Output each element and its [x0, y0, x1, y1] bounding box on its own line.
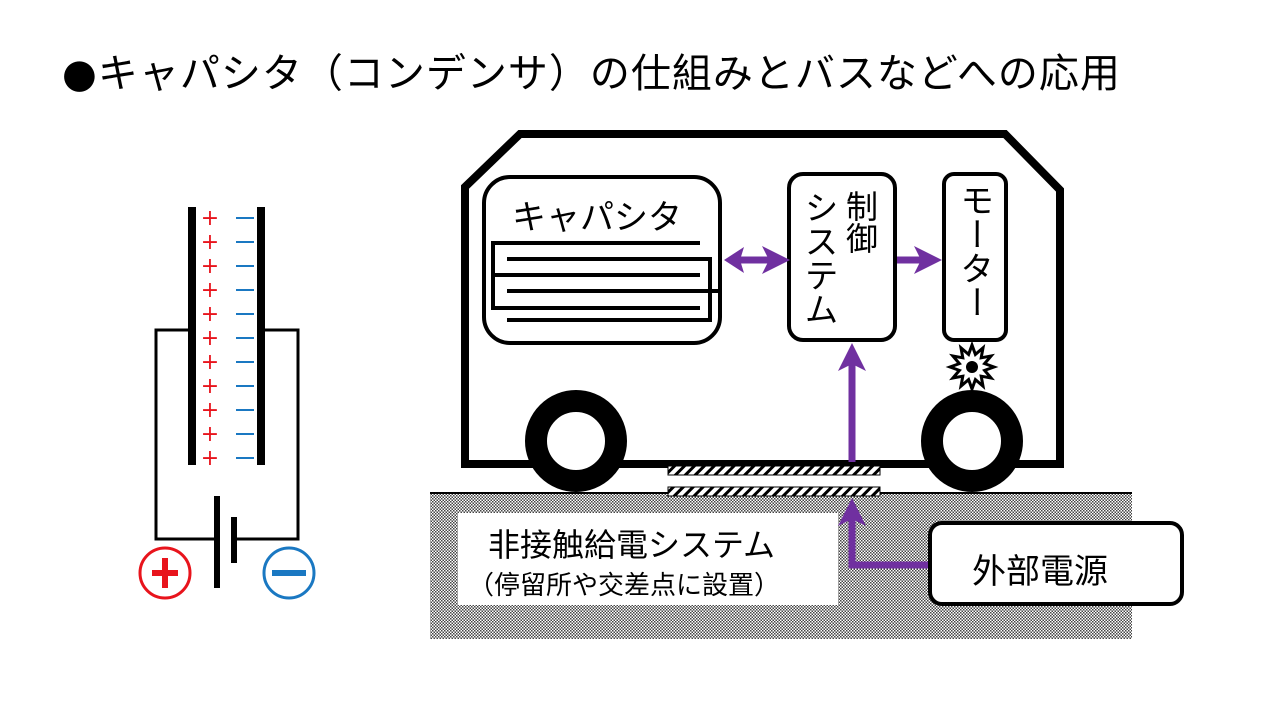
negative-terminal-icon: [262, 546, 316, 600]
left-wire: [154, 328, 215, 541]
minus-charge-mark: [236, 385, 254, 387]
plus-charge-mark: +: [201, 206, 219, 231]
charge-marks: +++++++++++: [201, 206, 254, 471]
plus-charge-mark: +: [201, 398, 219, 423]
plus-charge-mark: +: [201, 446, 219, 471]
capacitor-electrode-icon: [491, 241, 720, 322]
battery-short-plate: [231, 517, 237, 563]
contactless-label-backdrop: [458, 513, 838, 605]
data-arrows: [736, 246, 942, 569]
plus-charge-mark: +: [201, 230, 219, 255]
control-label-system: システム: [798, 190, 838, 326]
plus-charge-mark: +: [201, 422, 219, 447]
positive-plate: [188, 207, 196, 465]
plus-charge-mark: +: [201, 350, 219, 375]
plus-charge-mark: +: [201, 278, 219, 303]
external-power-arrow: [838, 498, 930, 569]
control-label-seigyo: 制御: [841, 190, 879, 254]
motor-box: [942, 172, 1008, 342]
plus-charge-mark: +: [201, 326, 219, 351]
minus-charge-mark: [236, 457, 254, 459]
gear-icon: [945, 340, 999, 394]
negative-plate: [257, 207, 265, 465]
battery-long-plate: [214, 496, 220, 588]
capacitor-schematic: +++++++++++: [138, 206, 316, 600]
external-power-label: 外部電源: [972, 552, 1108, 592]
ground-charger-plate: [667, 486, 881, 497]
minus-charge-mark: [236, 361, 254, 363]
minus-charge-mark: [236, 241, 254, 243]
contactless-label-line2: （停留所や交差点に設置）: [468, 571, 781, 601]
positive-terminal-icon: [138, 546, 192, 600]
minus-charge-mark: [236, 433, 254, 435]
vehicle-pickup-plate: [667, 465, 881, 476]
external-power-box: [928, 521, 1184, 606]
front-wheel-icon: [525, 390, 627, 492]
minus-charge-mark: [236, 337, 254, 339]
minus-charge-mark: [236, 289, 254, 291]
double-arrow-left-head: [724, 247, 744, 273]
capacitor-label: キャパシタ: [512, 198, 682, 238]
plus-charge-mark: +: [201, 374, 219, 399]
plus-charge-mark: +: [201, 254, 219, 279]
contactless-label-line1: 非接触給電システム: [488, 526, 776, 564]
rear-wheel-icon: [921, 390, 1023, 492]
right-wire: [237, 328, 300, 541]
minus-charge-mark: [236, 313, 254, 315]
motor-label: モーター: [954, 183, 994, 319]
minus-charge-mark: [236, 217, 254, 219]
plus-charge-mark: +: [201, 302, 219, 327]
minus-charge-mark: [236, 265, 254, 267]
minus-charge-mark: [236, 409, 254, 411]
page-title: ●キャパシタ（コンデンサ）の仕組みとバスなどへの応用: [62, 51, 1121, 97]
